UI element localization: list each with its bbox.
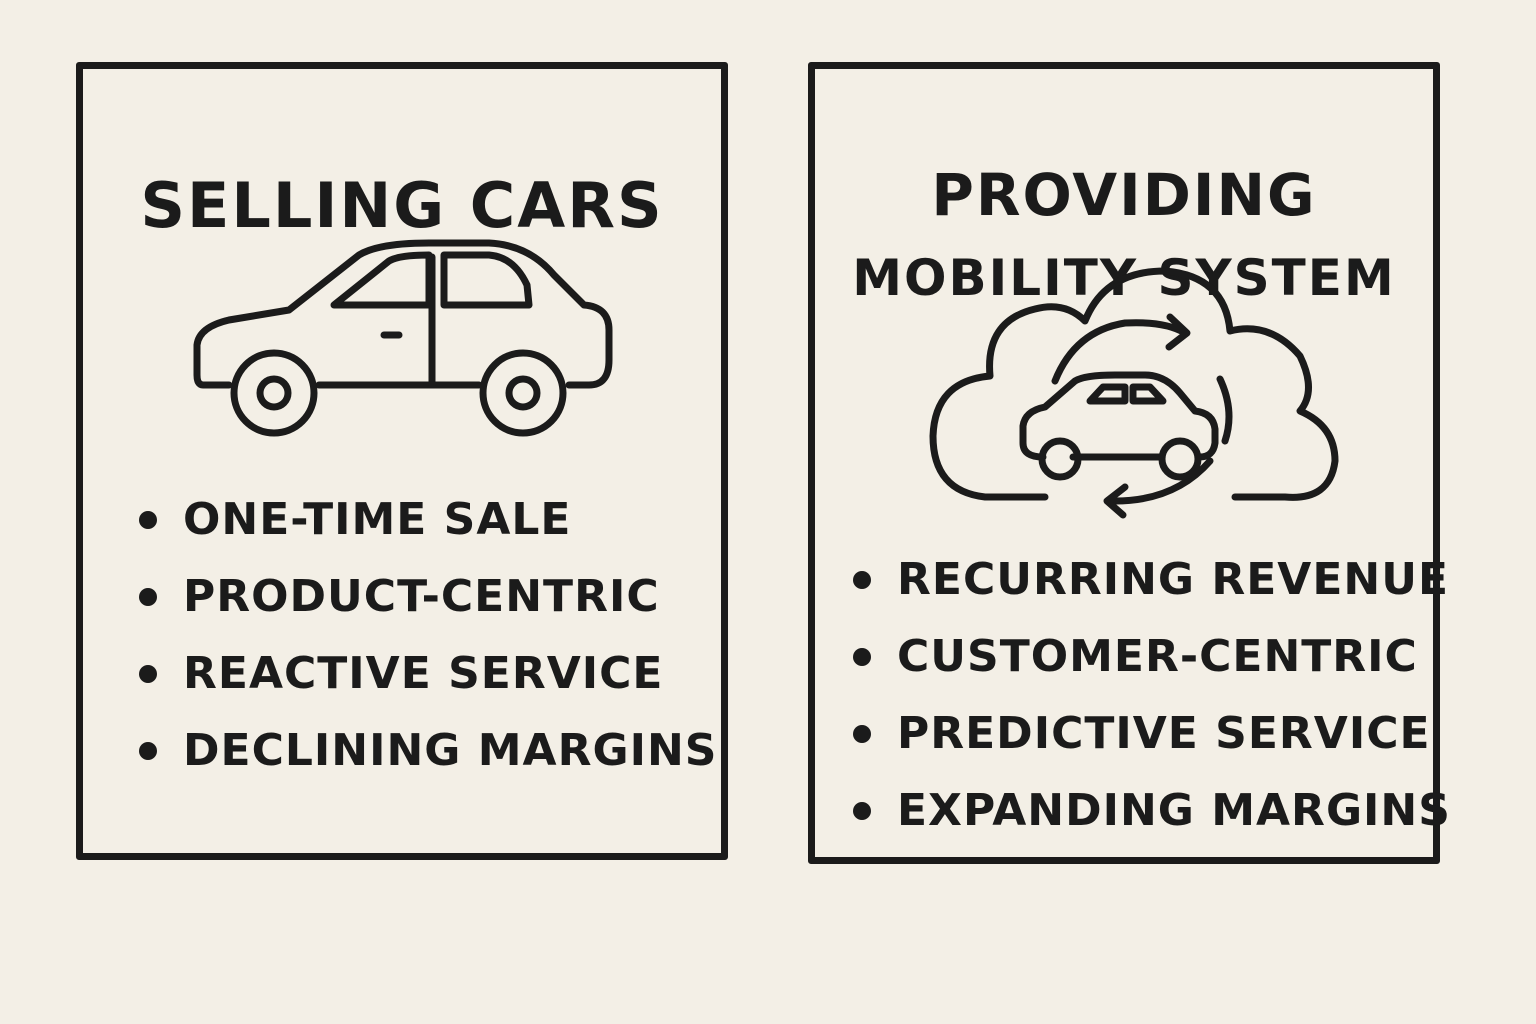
bullet-icon xyxy=(139,587,157,606)
list-item: PRODUCT-CENTRIC xyxy=(139,558,717,635)
bullet-list: ONE-TIME SALE PRODUCT-CENTRIC REACTIVE S… xyxy=(139,481,717,789)
bullet-icon xyxy=(853,724,871,743)
bullet-icon xyxy=(139,741,157,760)
bullet-icon xyxy=(139,510,157,529)
bullet-text: CUSTOMER-CENTRIC xyxy=(897,631,1418,682)
list-item: EXPANDING MARGINS xyxy=(853,772,1451,849)
list-item: ONE-TIME SALE xyxy=(139,481,717,558)
selling-cars-panel: SELLING CARS ONE-TIME SALE PRODUCT-CENTR… xyxy=(76,62,728,860)
bullet-icon xyxy=(139,664,157,683)
bullet-icon xyxy=(853,647,871,666)
bullet-text: DECLINING MARGINS xyxy=(183,725,718,776)
bullet-list: RECURRING REVENUE CUSTOMER-CENTRIC PREDI… xyxy=(853,541,1451,849)
bullet-text: PRODUCT-CENTRIC xyxy=(183,571,660,622)
bullet-icon xyxy=(853,570,871,589)
bullet-icon xyxy=(853,801,871,820)
list-item: CUSTOMER-CENTRIC xyxy=(853,618,1451,695)
panel-title: SELLING CARS xyxy=(140,169,664,242)
list-item: REACTIVE SERVICE xyxy=(139,635,717,712)
bullet-text: RECURRING REVENUE xyxy=(897,554,1450,605)
list-item: RECURRING REVENUE xyxy=(853,541,1451,618)
list-item: PREDICTIVE SERVICE xyxy=(853,695,1451,772)
car-icon xyxy=(193,239,613,437)
panel-title-line1: PROVIDING xyxy=(931,161,1317,229)
mobility-system-panel: PROVIDING MOBILITY SYSTEM RECURRING REVE… xyxy=(808,62,1450,864)
cloud-car-cycle-icon xyxy=(929,267,1339,519)
bullet-text: REACTIVE SERVICE xyxy=(183,648,664,699)
bullet-text: ONE-TIME SALE xyxy=(183,494,572,545)
bullet-text: PREDICTIVE SERVICE xyxy=(897,708,1431,759)
list-item: DECLINING MARGINS xyxy=(139,712,717,789)
bullet-text: EXPANDING MARGINS xyxy=(897,785,1451,836)
